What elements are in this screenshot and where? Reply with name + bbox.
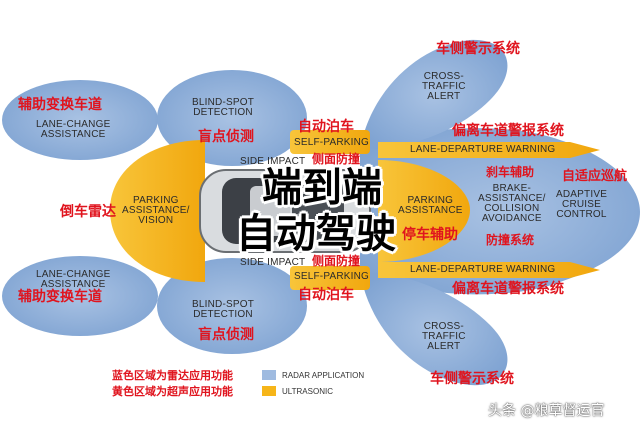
brake-assist-cn-bottom: 防撞系统 (486, 233, 535, 247)
parking-rear-cn: 倒车雷达 (60, 204, 116, 220)
lane-departure-top-arrow (378, 142, 600, 158)
legend-ultra-cn: 黄色区域为超声应用功能 (112, 385, 233, 398)
parking-front-en: PARKING ASSISTANCE (398, 195, 463, 216)
self-parking-top-en: SELF-PARKING (294, 137, 370, 148)
side-impact-bottom-en: SIDE IMPACT (240, 257, 306, 268)
lane-departure-bottom-cn: 偏离车道警报系统 (452, 281, 564, 297)
car-icon (199, 169, 371, 253)
lane-departure-top-en: LANE-DEPARTURE WARNING (410, 144, 556, 155)
legend-ultra-en: ULTRASONIC (282, 387, 333, 396)
self-parking-top-zone (290, 130, 370, 154)
self-parking-bottom-en: SELF-PARKING (294, 271, 370, 282)
watermark: 头条 @粮草督运官 (488, 403, 605, 419)
cross-traffic-bottom-zone (360, 272, 508, 386)
brake-assist-en: BRAKE- ASSISTANCE/ COLLISION AVOIDANCE (478, 183, 546, 224)
cross-traffic-top-cn: 车侧警示系统 (436, 41, 520, 57)
lane-change-bottom-cn: 辅助变换车道 (18, 289, 102, 305)
brake-assist-cn-top: 刹车辅助 (486, 165, 535, 179)
lane-change-top-cn: 辅助变换车道 (18, 97, 102, 113)
blind-spot-bottom-zone (157, 258, 307, 354)
adaptive-cruise-en: ADAPTIVE CRUISE CONTROL (556, 189, 608, 220)
legend-ultra-swatch (262, 386, 276, 396)
side-impact-top-cn: 侧面防撞 (312, 152, 361, 166)
cross-traffic-bottom-cn: 车侧警示系统 (430, 371, 514, 387)
title-line-2: 自动驾驶 (236, 211, 396, 257)
cross-traffic-top-zone (360, 39, 508, 150)
blind-spot-bottom-en: BLIND-SPOT DETECTION (192, 299, 255, 320)
parking-rear-zone (110, 140, 205, 282)
lane-departure-bottom-en: LANE-DEPARTURE WARNING (410, 264, 556, 275)
blind-spot-top-cn: 盲点侦测 (198, 129, 254, 145)
side-impact-bottom-cn: 侧面防撞 (312, 254, 361, 268)
blind-spot-top-en: BLIND-SPOT DETECTION (192, 97, 255, 118)
cross-traffic-bottom-en: CROSS- TRAFFIC ALERT (422, 321, 466, 352)
parking-front-zone (378, 160, 470, 262)
cross-traffic-top-en: CROSS- TRAFFIC ALERT (422, 71, 466, 102)
parking-rear-en: PARKING ASSISTANCE/ VISION (122, 195, 190, 226)
lane-departure-bottom-arrow (378, 262, 600, 278)
legend-radar-cn: 蓝色区域为雷达应用功能 (112, 369, 233, 382)
self-parking-bottom-cn: 自动泊车 (298, 287, 354, 303)
parking-front-cn: 停车辅助 (402, 227, 458, 243)
lane-departure-top-cn: 偏离车道警报系统 (452, 123, 564, 139)
self-parking-bottom-zone (290, 266, 370, 290)
adaptive-cruise-cn: 自适应巡航 (562, 169, 628, 184)
lane-change-bottom-zone (2, 256, 158, 336)
side-impact-top-en: SIDE IMPACT (240, 156, 306, 167)
lane-change-bottom-en: LANE-CHANGE ASSISTANCE (36, 269, 111, 290)
legend-radar-en: RADAR APPLICATION (282, 371, 365, 380)
title-line-1: 端到端 (262, 165, 382, 211)
lane-change-top-zone (2, 80, 158, 160)
blind-spot-bottom-cn: 盲点侦测 (198, 327, 254, 343)
lane-change-top-en: LANE-CHANGE ASSISTANCE (36, 119, 111, 140)
self-parking-top-cn: 自动泊车 (298, 119, 354, 135)
legend-radar-swatch (262, 370, 276, 380)
